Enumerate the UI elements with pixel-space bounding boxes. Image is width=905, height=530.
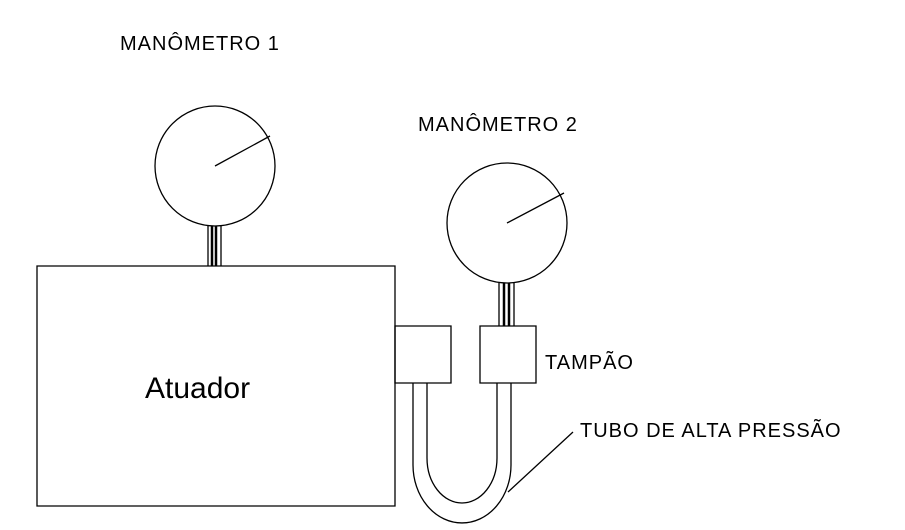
gauge-1-label: MANÔMETRO 1 <box>120 33 280 55</box>
gauge-2-dial <box>447 163 567 283</box>
gauge-1-stem <box>208 224 221 266</box>
actuator-port-block <box>395 326 451 383</box>
high-pressure-hose <box>413 383 511 523</box>
plug-label: TAMPÃO <box>545 352 634 374</box>
gauge-2-stem <box>499 283 514 326</box>
hose-label: TUBO DE ALTA PRESSÃO <box>580 420 842 442</box>
gauge-2-needle <box>507 193 564 223</box>
actuator-label: Atuador <box>145 372 251 405</box>
hose-leader-line <box>508 432 573 492</box>
gauge-1-dial <box>155 106 275 226</box>
plug-block <box>480 326 536 383</box>
gauge-1-needle <box>215 136 270 166</box>
gauge-2-label: MANÔMETRO 2 <box>418 114 578 136</box>
